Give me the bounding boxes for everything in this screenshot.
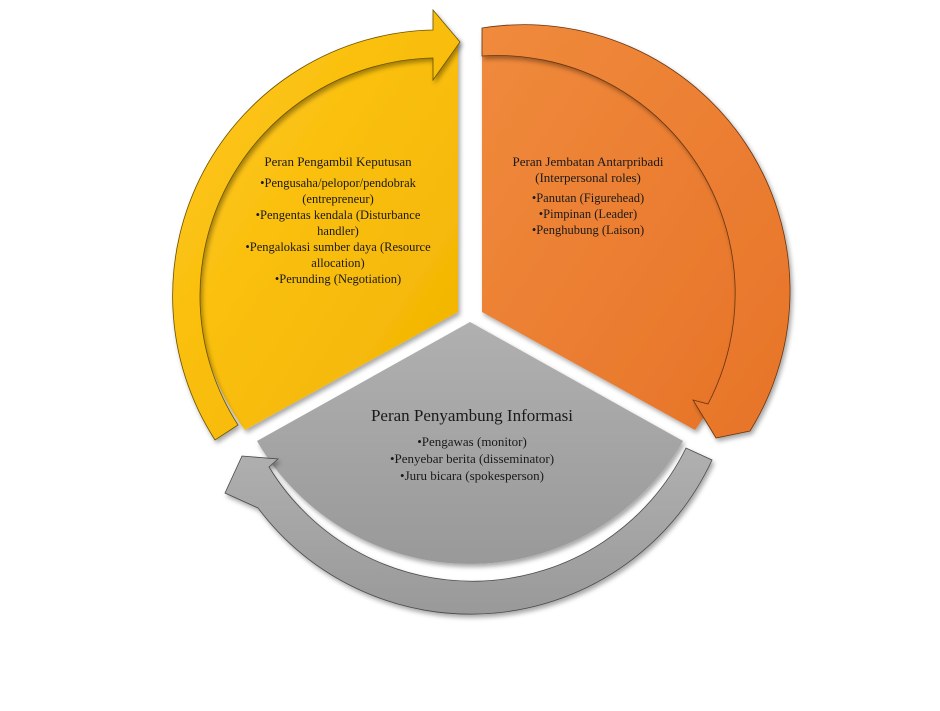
interpersonal-cycle-arrow [481, 24, 791, 439]
informational-roles-text: Peran Penyambung Informasi Pengawas (mon… [322, 405, 622, 484]
list-item: Pimpinan (Leader) [488, 206, 688, 222]
list-item: Pengawas (monitor) [322, 433, 622, 450]
list-item: Pengentas kendala (Disturbance handler) [238, 207, 438, 239]
informational-cycle-arrow [224, 447, 713, 615]
list-item: Pengusaha/pelopor/pendobrak (entrepreneu… [238, 175, 438, 207]
decision-roles-title: Peran Pengambil Keputusan [264, 154, 412, 169]
interpersonal-roles-title: Peran Jembatan Antarpribadi (Interperson… [512, 154, 664, 185]
decision-roles-list: Pengusaha/pelopor/pendobrak (entrepreneu… [238, 175, 438, 287]
informational-roles-title: Peran Penyambung Informasi [370, 406, 574, 425]
decision-roles-text: Peran Pengambil Keputusan Pengusaha/pelo… [238, 154, 438, 287]
informational-roles-list: Pengawas (monitor) Penyebar berita (diss… [322, 433, 622, 484]
list-item: Juru bicara (spokesperson) [322, 467, 622, 484]
interpersonal-roles-list: Panutan (Figurehead) Pimpinan (Leader) P… [488, 190, 688, 238]
decision-cycle-arrow [172, 8, 461, 441]
list-item: Penghubung (Laison) [488, 222, 688, 238]
list-item: Panutan (Figurehead) [488, 190, 688, 206]
list-item: Pengalokasi sumber daya (Resource alloca… [238, 239, 438, 271]
list-item: Perunding (Negotiation) [238, 271, 438, 287]
list-item: Penyebar berita (disseminator) [322, 450, 622, 467]
interpersonal-roles-text: Peran Jembatan Antarpribadi (Interperson… [488, 154, 688, 238]
